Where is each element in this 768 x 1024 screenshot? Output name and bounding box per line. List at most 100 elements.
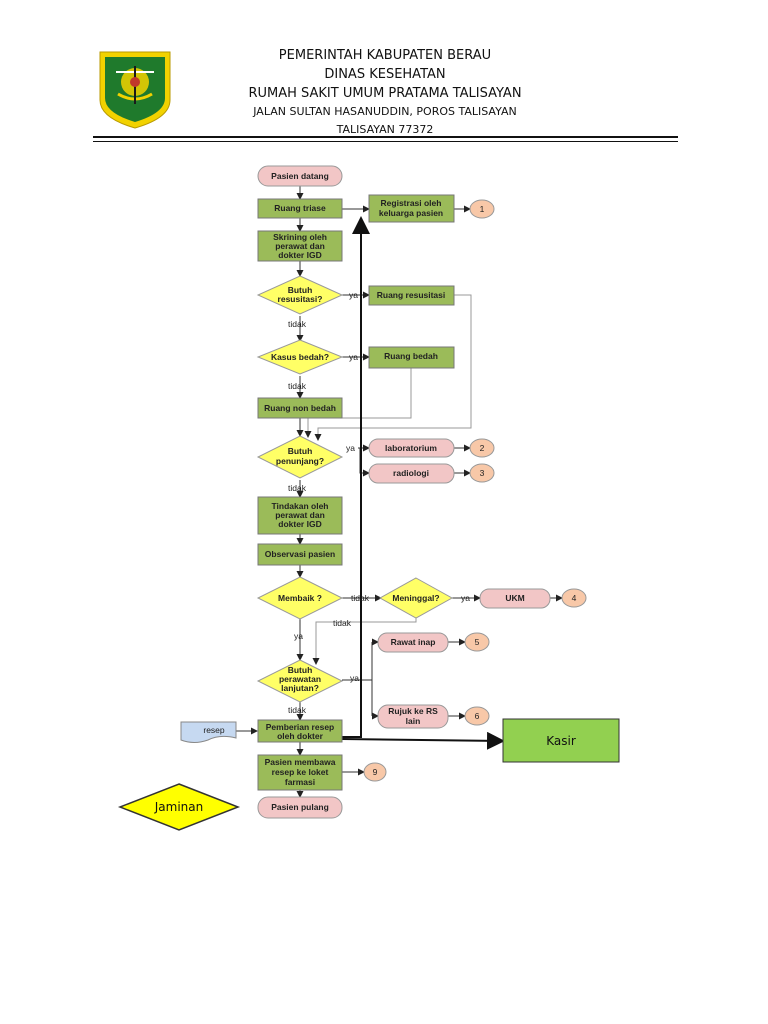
node-ruang-triase: Ruang triase — [257, 198, 343, 219]
svg-text:Jaminan: Jaminan — [154, 800, 203, 814]
svg-text:Skrining oleh: Skrining oleh — [273, 232, 327, 242]
svg-text:laboratorium: laboratorium — [385, 443, 437, 453]
svg-text:1: 1 — [480, 204, 485, 214]
svg-text:Rujuk ke RS: Rujuk ke RS — [388, 706, 438, 716]
node-pasien-pulang: Pasien pulang — [257, 796, 343, 819]
header-rule-thin — [93, 141, 678, 142]
svg-text:lain: lain — [406, 716, 421, 726]
header-line-1: PEMERINTAH KABUPATEN BERAU — [278, 48, 492, 63]
decision-meninggal: Meninggal? — [378, 577, 454, 619]
svg-text:Butuh: Butuh — [288, 665, 313, 675]
berau-regency-logo — [96, 48, 174, 130]
label-ya-perawatan: ya — [350, 673, 359, 683]
svg-text:Pasien pulang: Pasien pulang — [271, 802, 329, 812]
node-pasien-datang: Pasien datang — [257, 165, 343, 187]
step-connector-6: 6 — [464, 706, 490, 726]
svg-text:5: 5 — [475, 637, 480, 647]
svg-text:Ruang bedah: Ruang bedah — [384, 351, 438, 361]
label-ya-penunjang: ya — [346, 443, 355, 453]
svg-text:perawat dan: perawat dan — [275, 510, 325, 520]
node-skrining: Skrining oleh perawat dan dokter IGD — [257, 230, 343, 262]
node-membawa-resep: Pasien membawa resep ke loket farmasi — [257, 754, 343, 791]
header-line-2: DINAS KESEHATAN — [324, 67, 446, 82]
svg-text:2: 2 — [480, 443, 485, 453]
svg-text:4: 4 — [572, 593, 577, 603]
svg-text:Pemberian resep: Pemberian resep — [266, 722, 335, 732]
label-ya-membaik: ya — [294, 631, 303, 641]
node-tindakan: Tindakan oleh perawat dan dokter IGD — [257, 496, 343, 535]
decision-kasus-bedah: Kasus bedah? — [256, 339, 344, 375]
node-ruang-resusitasi: Ruang resusitasi — [368, 285, 455, 306]
svg-text:oleh dokter: oleh dokter — [277, 731, 324, 741]
svg-text:Ruang non bedah: Ruang non bedah — [264, 403, 336, 413]
step-connector-1: 1 — [469, 199, 495, 219]
svg-text:resep: resep — [203, 725, 225, 735]
header-line-3: RUMAH SAKIT UMUM PRATAMA TALISAYAN — [248, 86, 522, 101]
node-ukm: UKM — [479, 588, 551, 609]
svg-text:Butuh: Butuh — [288, 446, 313, 456]
label-tidak-penunjang: tidak — [288, 483, 307, 493]
step-connector-5: 5 — [464, 632, 490, 652]
decision-butuh-perawatan: Butuh perawatan lanjutan? — [256, 659, 344, 703]
svg-text:Kasir: Kasir — [546, 734, 576, 748]
node-ruang-bedah: Ruang bedah — [368, 346, 455, 369]
svg-text:Butuh: Butuh — [288, 285, 313, 295]
header-line-5: TALISAYAN 77372 — [336, 123, 434, 136]
node-rujuk: Rujuk ke RS lain — [377, 704, 449, 729]
label-ya-bedah: ya — [349, 352, 358, 362]
svg-text:Rawat inap: Rawat inap — [391, 637, 436, 647]
flow-connectors — [236, 186, 563, 798]
label-ya-resusitasi: ya — [349, 290, 358, 300]
label-ya-meninggal: ya — [461, 593, 470, 603]
svg-text:Pasien datang: Pasien datang — [271, 171, 329, 181]
svg-text:Meninggal?: Meninggal? — [392, 593, 439, 603]
svg-text:Membaik ?: Membaik ? — [278, 593, 322, 603]
label-tidak-resusitasi: tidak — [288, 319, 307, 329]
svg-text:Kasus bedah?: Kasus bedah? — [271, 352, 329, 362]
header-line-4: JALAN SULTAN HASANUDDIN, POROS TALISAYAN — [253, 105, 517, 118]
decision-membaik: Membaik ? — [256, 576, 344, 620]
header-rule-thick — [93, 136, 678, 138]
document-resep: resep — [180, 721, 237, 743]
label-tidak-perawatan: tidak — [288, 705, 307, 715]
label-tidak-membaik: tidak — [351, 593, 370, 603]
step-connector-2: 2 — [469, 438, 495, 458]
svg-text:perawatan: perawatan — [279, 674, 321, 684]
svg-text:radiologi: radiologi — [393, 468, 429, 478]
svg-text:6: 6 — [475, 711, 480, 721]
svg-text:3: 3 — [480, 468, 485, 478]
svg-text:Ruang triase: Ruang triase — [274, 203, 326, 213]
step-connector-9: 9 — [363, 762, 387, 782]
svg-text:dokter IGD: dokter IGD — [278, 519, 321, 529]
node-laboratorium: laboratorium — [368, 438, 455, 458]
node-registrasi: Registrasi oleh keluarga pasien — [368, 194, 455, 223]
svg-text:Pasien membawa: Pasien membawa — [265, 757, 336, 767]
svg-text:penunjang?: penunjang? — [276, 456, 324, 466]
svg-text:keluarga pasien: keluarga pasien — [379, 208, 443, 218]
svg-text:Tindakan oleh: Tindakan oleh — [272, 501, 329, 511]
svg-text:dokter IGD: dokter IGD — [278, 250, 321, 260]
main-return-line — [341, 216, 505, 750]
svg-text:resusitasi?: resusitasi? — [278, 294, 323, 304]
svg-text:UKM: UKM — [505, 593, 524, 603]
label-tidak-meninggal: tidak — [333, 618, 352, 628]
node-pemberian-resep: Pemberian resep oleh dokter — [257, 719, 343, 743]
svg-text:perawat dan: perawat dan — [275, 241, 325, 251]
decision-butuh-penunjang: Butuh penunjang? — [256, 435, 344, 479]
node-kasir: Kasir — [502, 718, 620, 763]
node-jaminan: Jaminan — [117, 783, 241, 831]
edge-labels: ya tidak ya tidak ya tidak tidak ya tida… — [288, 290, 470, 715]
step-connector-3: 3 — [469, 463, 495, 483]
node-radiologi: radiologi — [368, 463, 455, 484]
svg-text:resep ke loket: resep ke loket — [272, 767, 329, 777]
label-tidak-bedah: tidak — [288, 381, 307, 391]
step-connector-4: 4 — [561, 588, 587, 608]
svg-text:9: 9 — [373, 767, 378, 777]
node-ruang-non-bedah: Ruang non bedah — [257, 397, 343, 419]
node-observasi: Observasi pasien — [257, 543, 343, 566]
node-rawat-inap: Rawat inap — [377, 632, 449, 653]
svg-text:Ruang resusitasi: Ruang resusitasi — [377, 290, 446, 300]
svg-text:Observasi pasien: Observasi pasien — [265, 549, 335, 559]
svg-text:Registrasi oleh: Registrasi oleh — [381, 198, 442, 208]
